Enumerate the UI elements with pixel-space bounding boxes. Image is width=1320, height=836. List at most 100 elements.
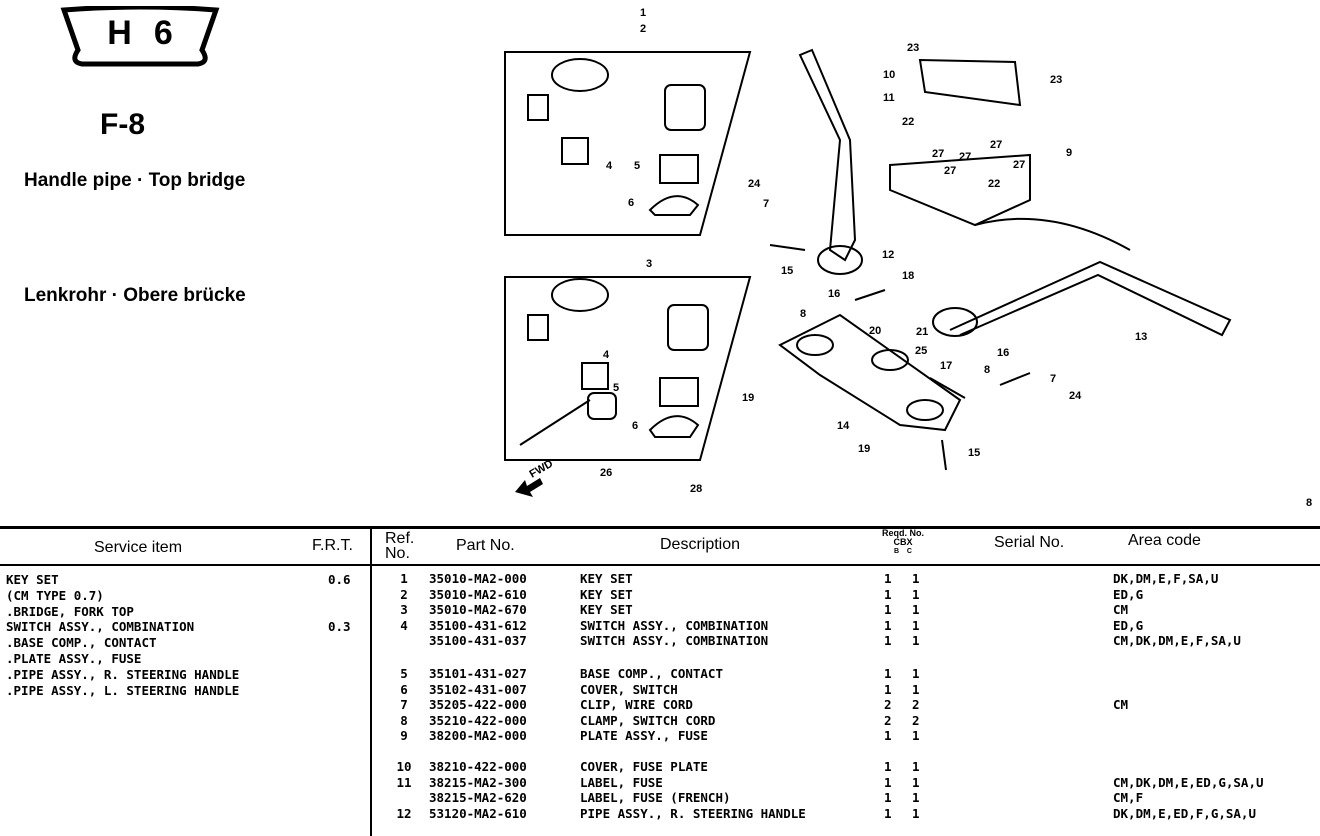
- left-handle-pipe: [949, 260, 1232, 337]
- ref-no-header: Ref. No.: [385, 530, 415, 562]
- service-item: .PIPE ASSY., L. STEERING HANDLE: [6, 682, 240, 698]
- ref-no: 2: [400, 586, 408, 602]
- description: SWITCH ASSY., COMBINATION: [580, 617, 769, 633]
- description-header: Description: [660, 536, 741, 553]
- qty-c: 1: [912, 633, 920, 648]
- qty-c: 2: [912, 712, 920, 728]
- ref-no: 3: [400, 602, 408, 617]
- fuse-plate: [889, 153, 1031, 227]
- part-no: 38215-MA2-300: [429, 774, 527, 790]
- callout: 27: [990, 139, 1002, 151]
- part-no: 35210-422-000: [429, 712, 527, 728]
- description: CLIP, WIRE CORD: [580, 697, 693, 712]
- area-code: CM: [1113, 697, 1129, 712]
- part-no: 35100-431-612: [429, 617, 527, 633]
- area-code: ED,G: [1113, 586, 1144, 602]
- title-english: Handle pipe · Top bridge: [24, 170, 246, 191]
- fork-top-bridge: [778, 313, 962, 432]
- callout: 5: [613, 382, 619, 394]
- callout: 23: [1050, 74, 1062, 86]
- qty-c: 1: [912, 571, 920, 586]
- serial-no-header: Serial No.: [994, 534, 1065, 551]
- ref-no: 5: [400, 666, 408, 681]
- page-marker: 8: [1306, 497, 1313, 509]
- part-no: 35010-MA2-610: [429, 586, 527, 602]
- description: COVER, FUSE PLATE: [580, 759, 708, 774]
- callout: 11: [883, 92, 895, 104]
- col-c-label: C: [906, 548, 912, 555]
- ref-no: 6: [400, 681, 408, 697]
- callout: 24: [748, 178, 761, 190]
- service-item-header: Service item: [94, 539, 183, 556]
- qty-b: 2: [884, 697, 892, 712]
- qty-c: 1: [912, 617, 920, 633]
- callout: 15: [781, 265, 793, 277]
- service-item: SWITCH ASSY., COMBINATION: [6, 619, 195, 635]
- part-no: 38210-422-000: [429, 759, 527, 774]
- callout: 23: [907, 42, 919, 54]
- callout: 1: [640, 7, 646, 19]
- qty-b: 1: [884, 728, 892, 743]
- table-top-rule: [0, 526, 1320, 529]
- callout: 10: [883, 69, 895, 81]
- callout: 2: [640, 23, 646, 35]
- area-code: CM,DK,DM,E,F,SA,U: [1113, 633, 1241, 648]
- title-german: Lenkrohr · Obere brücke: [24, 285, 246, 306]
- ref-no: 7: [400, 697, 408, 712]
- qty-b: 1: [884, 602, 892, 617]
- description: LABEL, FUSE (FRENCH): [580, 790, 731, 805]
- table-header-rule: [0, 564, 1320, 566]
- qty-c: 1: [912, 586, 920, 602]
- callout: 7: [763, 198, 769, 210]
- callout: 27: [944, 165, 956, 177]
- section-badge-frame: [60, 6, 220, 67]
- qty-b: 1: [884, 666, 892, 681]
- callout: 7: [1050, 373, 1056, 385]
- callout: 27: [959, 151, 971, 163]
- area-code: ED,G: [1113, 617, 1144, 633]
- description: LABEL, FUSE: [580, 774, 663, 790]
- callout: 8: [984, 364, 990, 376]
- ref-no: 4: [400, 617, 408, 633]
- service-frt: 0.3: [328, 619, 351, 635]
- part-no: 35010-MA2-000: [429, 571, 527, 586]
- frt-header: F.R.T.: [312, 537, 353, 554]
- callout: 13: [1135, 331, 1147, 343]
- callout: 25: [915, 345, 927, 357]
- description: KEY SET: [580, 586, 633, 602]
- callout: 26: [600, 467, 612, 479]
- area-code: CM,F: [1113, 790, 1144, 805]
- figure-number: F-8: [100, 108, 145, 141]
- ref-no: 11: [396, 774, 412, 790]
- callout: 4: [606, 160, 613, 172]
- description: BASE COMP., CONTACT: [580, 666, 723, 681]
- reqd-label: Reqd. No.: [882, 528, 924, 538]
- reqd-no-header: Reqd. No. CBX B C: [868, 529, 938, 556]
- callout: 21: [916, 326, 928, 338]
- area-code-header: Area code: [1128, 532, 1201, 549]
- description: PIPE ASSY., R. STEERING HANDLE: [580, 805, 806, 821]
- service-item: .PIPE ASSY., R. STEERING HANDLE: [6, 666, 240, 682]
- callout: 14: [837, 420, 850, 432]
- callout: 4: [603, 349, 610, 361]
- ref-no: 1: [400, 571, 408, 586]
- service-item: .PLATE ASSY., FUSE: [6, 651, 142, 666]
- part-no: 35101-431-027: [429, 666, 527, 681]
- qty-b: 1: [884, 759, 892, 774]
- service-item: .BASE COMP., CONTACT: [6, 635, 157, 651]
- part-no-header: Part No.: [456, 537, 515, 554]
- description: CLAMP, SWITCH CORD: [580, 712, 716, 728]
- callout: 8: [800, 308, 806, 320]
- service-frt: 0.6: [328, 572, 351, 587]
- qty-b: 1: [884, 617, 892, 633]
- area-code: CM: [1113, 602, 1129, 617]
- description: PLATE ASSY., FUSE: [580, 728, 708, 743]
- callout: 22: [902, 116, 914, 128]
- part-no: 35102-431-007: [429, 681, 527, 697]
- callout: 28: [690, 483, 702, 495]
- qty-b: 1: [884, 586, 892, 602]
- svg-text:FWD: FWD: [528, 458, 556, 481]
- qty-c: 1: [912, 759, 920, 774]
- callout: 3: [646, 258, 652, 270]
